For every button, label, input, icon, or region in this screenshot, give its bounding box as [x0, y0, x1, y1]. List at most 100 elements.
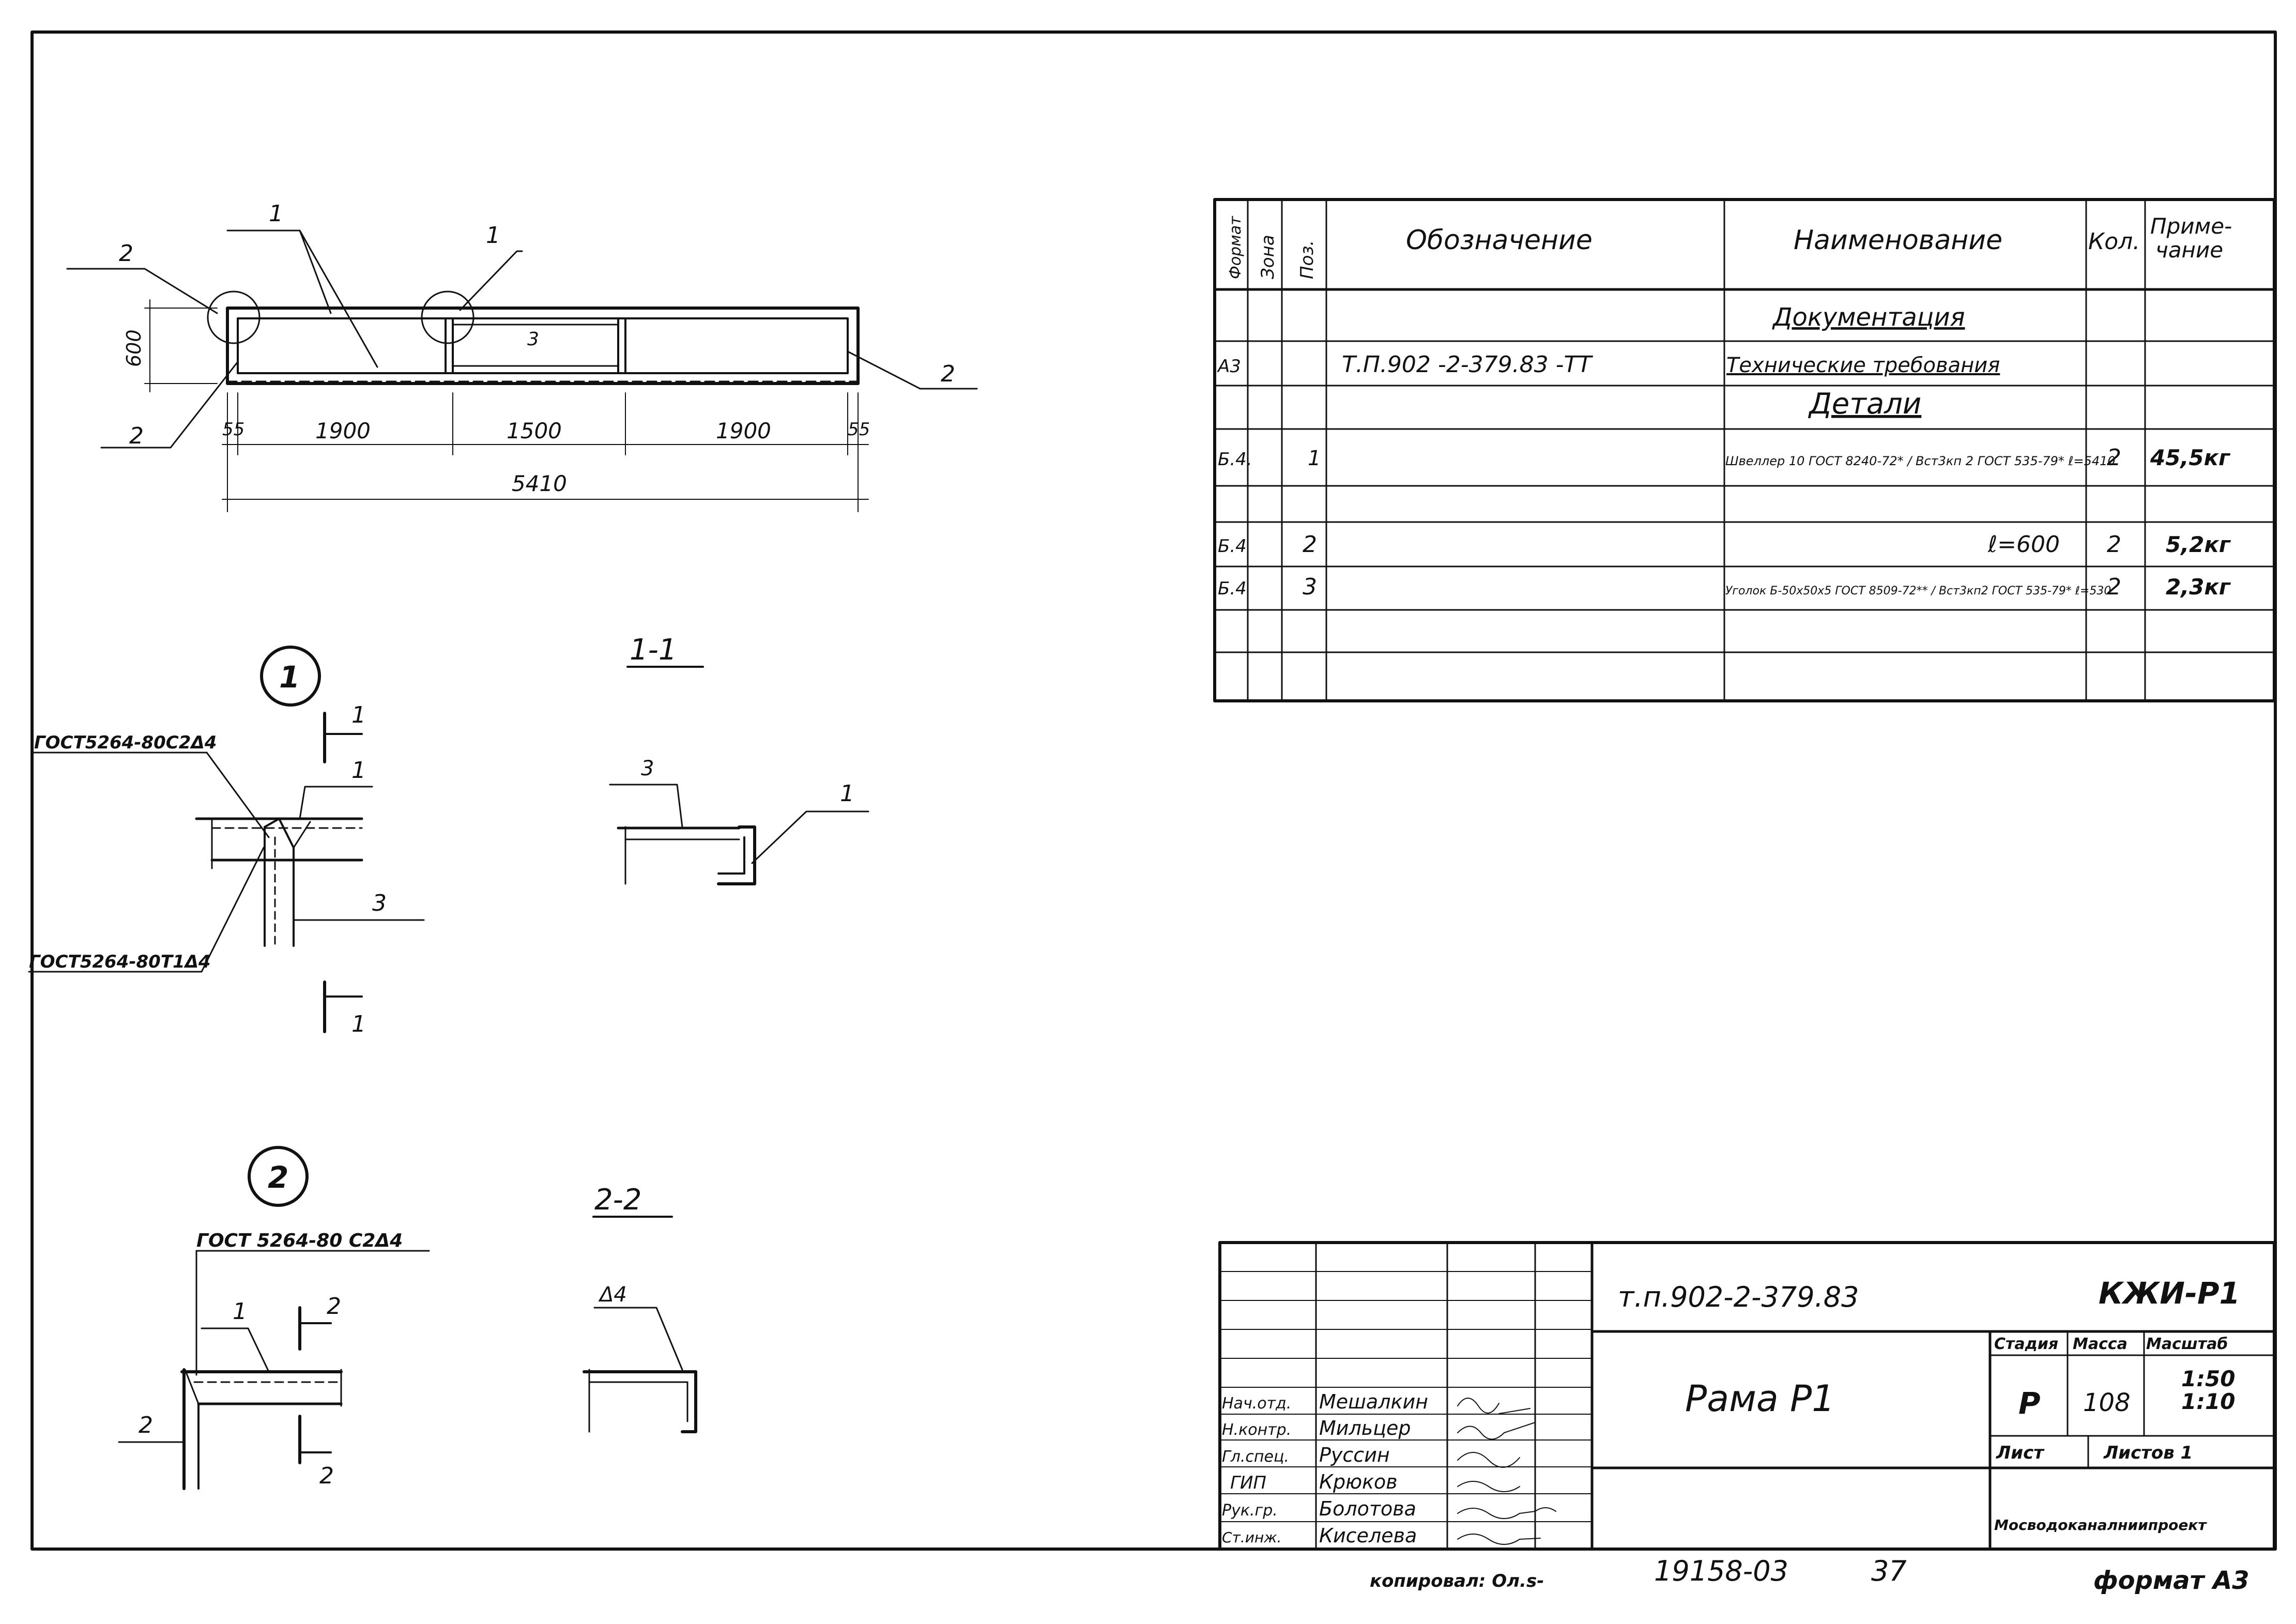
callout-2: 2 [119, 240, 133, 267]
node1-circle [260, 646, 321, 707]
leader [66, 268, 218, 314]
leader [206, 752, 270, 838]
row3-pos: 1 [1308, 447, 1321, 470]
row1-designation: Т.П.902 -2-379.83 -ТТ [1342, 351, 1593, 378]
tb-code: т.п.902-2-379.83 [1618, 1281, 1859, 1313]
sig-role: Гл.спец. [1222, 1448, 1289, 1466]
tb-sheet-label: Лист [1996, 1443, 2045, 1463]
copied-by: копировал: Ол.s- [1370, 1571, 1544, 1591]
leader [201, 847, 265, 973]
sig-name: Мильцер [1319, 1417, 1411, 1439]
section11-pos1: 1 [840, 780, 854, 807]
sig-role: Ст.инж. [1222, 1529, 1281, 1546]
dim-55-left: 55 [222, 419, 244, 440]
row-details: Детали [1808, 387, 1921, 421]
page-number: 37 [1871, 1555, 1907, 1587]
hdr-pos: Поз. [1297, 240, 1318, 279]
leader [201, 1327, 270, 1373]
plan-pos3: 3 [527, 329, 539, 350]
archive-number: 19158-03 [1654, 1555, 1788, 1587]
format-label: формат А3 [2093, 1566, 2249, 1595]
hdr-zone: Зона [1258, 235, 1278, 279]
row1-name: Технические требования [1726, 354, 2000, 377]
tb-mass-label: Масса [2073, 1335, 2127, 1353]
sig-role: Нач.отд. [1222, 1395, 1291, 1413]
signature-scribble [1457, 1398, 1530, 1414]
title-block: Нач.отд. Мешалкин Н.контр. Мильцер Гл.сп… [1218, 1241, 2276, 1551]
leader [299, 786, 373, 820]
callout-1b: 1 [486, 222, 500, 249]
sig-role: ГИП [1230, 1473, 1266, 1493]
row5-name: ℓ=600 [1987, 531, 2060, 558]
dim-1900-right: 1900 [716, 418, 771, 443]
sig-name: Крюков [1319, 1470, 1398, 1493]
row5-pos: 2 [1303, 531, 1317, 558]
leader [299, 229, 378, 368]
leader [751, 810, 869, 864]
tb-scale-label: Масштаб [2146, 1335, 2228, 1353]
section22-weld: Δ4 [598, 1283, 627, 1307]
node1-weld-top: ГОСТ5264-80С2Δ4 [34, 732, 217, 753]
signature-scribble [1457, 1481, 1520, 1492]
spec-table: Формат Зона Поз. Обозначение Наименовани… [1213, 198, 2276, 702]
section11-title: 1-1 [630, 633, 677, 667]
node2-weld: ГОСТ 5264-80 С2Δ4 [196, 1230, 403, 1251]
row1-format: А3 [1217, 356, 1241, 377]
callout-2b: 2 [941, 361, 955, 387]
frame-inner [237, 317, 849, 374]
tb-sheet-code: КЖИ-Р1 [2099, 1276, 2240, 1311]
tb-organization: Мосводоканалниипроект [1994, 1516, 2207, 1534]
callout-2c: 2 [129, 423, 144, 449]
node2-section-top: 2 [327, 1293, 341, 1320]
sig-name: Руссин [1319, 1444, 1390, 1466]
sig-role: Н.контр. [1222, 1421, 1291, 1439]
node2-pos2: 2 [139, 1412, 153, 1438]
hdr-note: Приме-чание [2150, 213, 2232, 263]
row3-qty: 2 [2107, 445, 2121, 471]
leader [226, 229, 332, 314]
row3-note: 45,5кг [2150, 445, 2231, 470]
row6-note: 2,3кг [2166, 574, 2231, 600]
dim-600: 600 [123, 329, 145, 367]
node1-pos1: 1 [351, 757, 366, 784]
leader [847, 350, 978, 390]
sheet-frame [30, 30, 2277, 1551]
channel-inner [717, 836, 745, 875]
tb-drawing-title: Рама Р1 [1685, 1377, 1835, 1420]
leader [459, 250, 523, 311]
dim-1900-left: 1900 [315, 418, 371, 443]
row-documentation: Документация [1772, 303, 1965, 332]
weld-mark [264, 818, 295, 849]
row5-format: Б.4 [1218, 536, 1247, 557]
signature-scribble [1457, 1422, 1536, 1440]
node1-section-top: 1 [351, 702, 366, 728]
node2-detail: 2 ГОСТ 5264-80 С2Δ4 1 2 2 2 [118, 1146, 430, 1490]
title-block-border [1218, 1241, 2276, 1551]
row3-name: Швеллер 10 ГОСТ 8240-72* / Вст3кп 2 ГОСТ… [1725, 454, 2116, 468]
section22-title: 2-2 [594, 1183, 641, 1217]
leader [593, 1307, 683, 1371]
row6-qty: 2 [2107, 574, 2121, 600]
corner-line [184, 1369, 200, 1405]
tb-mass: 108 [2083, 1388, 2131, 1417]
table-border [1213, 198, 2276, 702]
frame-outer [226, 307, 860, 385]
weld-mark [293, 821, 311, 849]
tb-stage-label: Стадия [1994, 1335, 2058, 1353]
node1-number: 1 [279, 660, 300, 695]
row6-pos: 3 [1303, 574, 1317, 600]
section-2-2: 2-2 Δ4 [583, 1183, 697, 1433]
sig-role: Рук.гр. [1222, 1502, 1278, 1520]
tb-sheets-label: Листов 1 [2103, 1443, 2193, 1463]
callout-1: 1 [269, 201, 283, 227]
sig-name: Киселева [1319, 1524, 1417, 1547]
leader [100, 361, 239, 449]
node1-ref-circle [207, 290, 261, 344]
signature-scribble [1457, 1507, 1556, 1519]
signature-scribble [1457, 1534, 1541, 1545]
leader [609, 784, 683, 828]
dim-1500: 1500 [507, 418, 562, 443]
hdr-qty: Кол. [2088, 228, 2140, 255]
row3-format: Б.4. [1218, 449, 1252, 470]
